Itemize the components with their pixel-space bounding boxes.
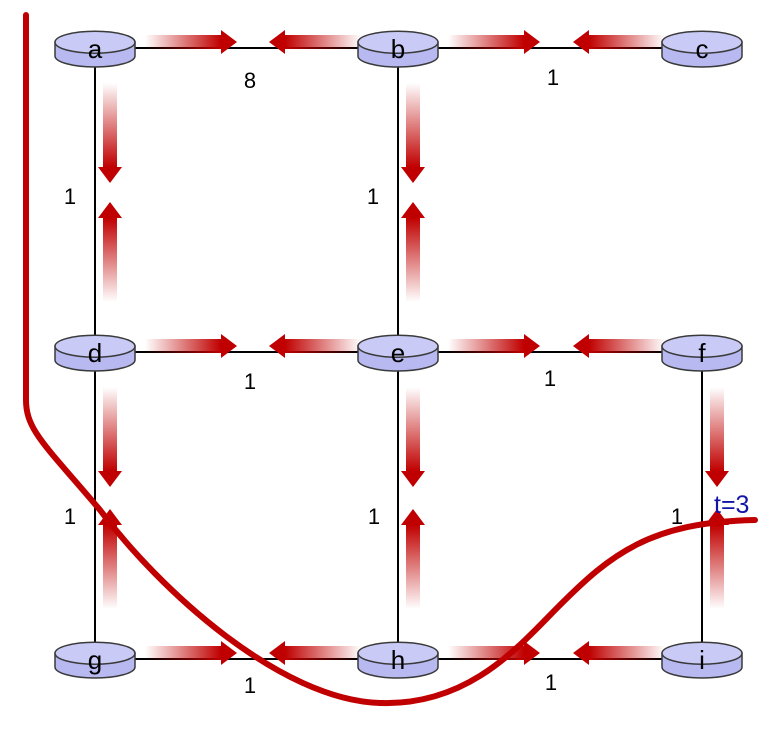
- arrow-g-h-backward: [269, 641, 361, 665]
- router-label-i: i: [699, 645, 705, 675]
- arrow-g-h-forward: [145, 641, 237, 665]
- router-top: [357, 641, 439, 665]
- router-d: d: [54, 334, 136, 372]
- router-c: c: [661, 30, 743, 68]
- arrow-a-b-backward: [269, 30, 361, 54]
- router-top: [661, 30, 743, 54]
- router-label-b: b: [391, 34, 405, 64]
- time-label: t=3: [714, 491, 749, 519]
- arrow-f-i-forward: [705, 387, 729, 487]
- router-i: i: [661, 641, 743, 679]
- nodes-layer: a b c d e f g h i: [54, 30, 743, 679]
- router-top: [54, 30, 136, 54]
- router-a: a: [54, 30, 136, 68]
- router-b: b: [357, 30, 439, 68]
- arrow-a-d-backward: [98, 202, 122, 302]
- arrow-e-h-backward: [401, 509, 425, 609]
- arrow-b-c-forward: [448, 30, 540, 54]
- edge-cost-b-e: 1: [367, 184, 379, 209]
- time-boundary-curve: [23, 12, 758, 707]
- router-f: f: [661, 334, 743, 372]
- edge-cost-a-b: 8: [244, 68, 256, 93]
- edge-cost-a-d: 1: [64, 184, 76, 209]
- router-top: [357, 30, 439, 54]
- arrow-a-d-forward: [98, 83, 122, 183]
- arrow-d-g-forward: [98, 387, 122, 487]
- arrow-e-f-backward: [573, 334, 665, 358]
- curve-layer: t=3: [23, 12, 758, 707]
- router-e: e: [357, 334, 439, 372]
- router-label-a: a: [88, 34, 103, 64]
- edge-labels-layer: 8 1 1 1 1 1 1 1 1 1 1: [64, 65, 683, 698]
- edge-cost-e-f: 1: [544, 366, 556, 391]
- edge-cost-h-i: 1: [545, 670, 557, 695]
- edge-cost-d-g: 1: [64, 504, 76, 529]
- arrow-b-e-forward: [401, 83, 425, 183]
- arrow-e-f-forward: [448, 334, 540, 358]
- router-label-f: f: [698, 338, 706, 368]
- router-top: [661, 334, 743, 358]
- edge-cost-f-i: 1: [671, 504, 683, 529]
- router-top: [54, 641, 136, 665]
- arrow-h-i-backward: [573, 641, 665, 665]
- router-label-d: d: [88, 338, 102, 368]
- router-top: [357, 334, 439, 358]
- edge-cost-b-c: 1: [547, 65, 559, 90]
- router-label-g: g: [88, 645, 102, 675]
- router-g: g: [54, 641, 136, 679]
- arrow-d-e-backward: [269, 334, 361, 358]
- arrow-b-e-backward: [401, 202, 425, 302]
- edge-cost-d-e: 1: [244, 369, 256, 394]
- router-h: h: [357, 641, 439, 679]
- arrow-b-c-backward: [573, 30, 665, 54]
- arrow-h-i-forward: [448, 641, 540, 665]
- router-label-e: e: [391, 338, 405, 368]
- router-label-h: h: [391, 645, 405, 675]
- arrows-layer: [98, 30, 729, 665]
- router-top: [661, 641, 743, 665]
- edge-cost-e-h: 1: [368, 504, 380, 529]
- arrow-d-e-forward: [145, 334, 237, 358]
- arrow-a-b-forward: [145, 30, 237, 54]
- edge-cost-g-h: 1: [244, 673, 256, 698]
- router-top: [54, 334, 136, 358]
- arrow-e-h-forward: [401, 387, 425, 487]
- router-label-c: c: [696, 34, 709, 64]
- arrow-d-g-backward: [98, 509, 122, 609]
